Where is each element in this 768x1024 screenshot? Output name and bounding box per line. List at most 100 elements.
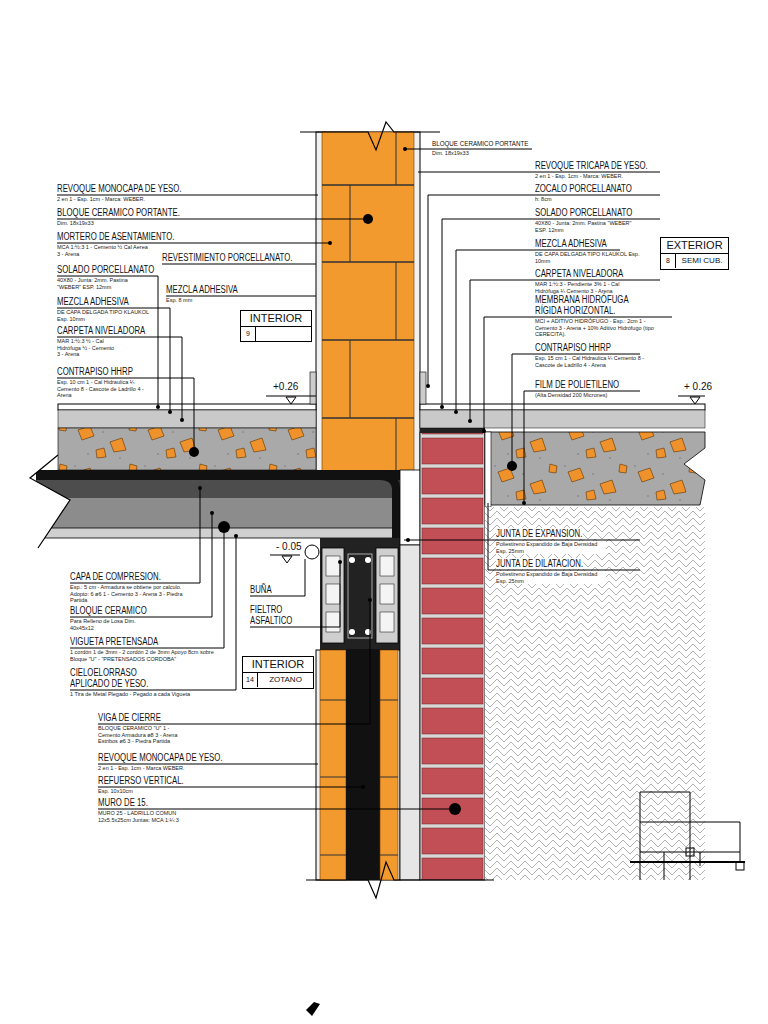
- leader-line: [70, 513, 212, 617]
- lower-wall: [400, 545, 420, 880]
- room-name: SEMI CUB.: [676, 254, 728, 268]
- leader-line: [250, 562, 340, 627]
- tie-beam: [380, 556, 394, 576]
- leader-line: [428, 195, 660, 385]
- leader-dot: [449, 803, 461, 815]
- callout-title: CIELOELORRASO APLICADO DE YESO.: [70, 667, 164, 689]
- key-plan: [630, 861, 745, 863]
- callout-note: 40X80 - Junta: 2mm. Pastina "WEBER" ESP.…: [57, 277, 152, 290]
- floor-slab: [36, 470, 400, 480]
- tie-beam: [376, 548, 398, 643]
- key-plan: [640, 792, 740, 880]
- lower-wall: [400, 470, 420, 545]
- callout-title: REVOQUE TRICAPA DE YESO.: [535, 160, 648, 171]
- level-mark: - 0.05: [276, 541, 302, 552]
- leader-dot: [361, 785, 365, 789]
- callout-title: MEMBRANA HIDRÓFUGA RÍGIDA HORIZONTAL.: [535, 294, 640, 316]
- leader-dot: [403, 147, 407, 151]
- callout-title: CARPETA NIVELADORA: [535, 268, 623, 279]
- left-floor: [58, 410, 316, 428]
- callout-note: Esp. 15 cm 1 - Cal Hidraulica ¼ Cemento …: [535, 355, 645, 368]
- left-floor: [58, 404, 316, 410]
- room-tag-title: INTERIOR: [241, 311, 311, 327]
- leader-line: [57, 149, 672, 809]
- leader-dot: [168, 410, 172, 414]
- room-tag-row: 9: [241, 327, 311, 341]
- room-tag-title: INTERIOR: [243, 657, 313, 673]
- callout-title: FIELTRO ASFALTICO: [250, 604, 305, 626]
- callout-note: Poliestireno Expandido de Baja Densidad …: [496, 541, 606, 554]
- room-number: 8: [661, 254, 676, 268]
- leader-line: [57, 308, 170, 411]
- level-marker: [286, 397, 296, 404]
- tie-beam: [326, 584, 340, 604]
- key-plan: [630, 792, 745, 880]
- leader-dot: [180, 418, 184, 422]
- floor-slab: [36, 498, 400, 528]
- floor-slab: [30, 455, 70, 548]
- callout-title: MEZCLA ADHESIVA: [166, 284, 238, 295]
- callout-title: BLOQUE CERAMICO: [70, 605, 147, 616]
- leader-line: [488, 503, 640, 570]
- callout-note: Esp.: 5 cm - Armadura se obtiene por cal…: [70, 584, 190, 604]
- room-tag-row: 8SEMI CUB.: [661, 254, 728, 268]
- callout-title: JUNTA DE EXPANSION.: [496, 528, 582, 539]
- callout-title: CONTRAPISO HHRP: [535, 342, 611, 353]
- leader-dot: [218, 521, 230, 533]
- floor-slab: [380, 470, 400, 545]
- callout-note: 1 cordón 1 de 3mm - 2 cordón 2 de 3mm Ap…: [70, 649, 215, 662]
- callout-title: CONTRAPISO HHRP: [57, 366, 133, 377]
- callout-title: MEZCLA ADHESIVA: [535, 238, 607, 249]
- leader-dot: [363, 214, 373, 224]
- floor-slab: [0, 455, 70, 548]
- callout-title: SOLADO PORCELLANATO: [535, 207, 632, 218]
- leader-dot: [156, 147, 526, 815]
- key-plan: [686, 848, 694, 856]
- callout-note: MAR 1:½:3 - Pendiente 3% 1 - Cal Hidrófu…: [535, 281, 630, 294]
- callout-title: REVOQUE MONOCAPA DE YESO.: [57, 183, 182, 194]
- leader-dot: [522, 501, 526, 505]
- right-floor: [485, 432, 491, 507]
- lower-wall: [320, 650, 346, 880]
- callout-note: Dim. 18x19x33: [57, 220, 157, 227]
- leader-line: [57, 378, 194, 450]
- tie-beam: [320, 538, 400, 650]
- right-floor: [420, 372, 705, 880]
- level-marker: [266, 396, 316, 397]
- leader-line: [442, 219, 660, 406]
- room-tag-title: EXTERIOR: [661, 238, 728, 254]
- tie-beam: [349, 629, 355, 635]
- callout-note: 2 en 1 - Esp. 1cm - Marca: WEBER.: [57, 196, 197, 203]
- callout-note: Dim. 18x19x33: [432, 150, 512, 157]
- level-marker: [270, 555, 300, 556]
- callout-note: Esp. 10 cm 1 - Cal Hidraulica ¼ Cemento …: [57, 379, 152, 399]
- room-tag: EXTERIOR8SEMI CUB.: [660, 237, 729, 270]
- leader-dot: [189, 447, 199, 457]
- brick-wall: [420, 428, 485, 433]
- callout-note: MURO 25 - LADRILLO COMUN 12x5.5x25cm Jun…: [98, 810, 208, 823]
- callout-note: 2 en 1 - Esp. 1cm - Marca WEBER.: [98, 765, 238, 772]
- leader-dot: [507, 461, 517, 471]
- upper-wall: [300, 122, 440, 150]
- key-plan: [736, 862, 744, 870]
- callout-note: Esp. 10x10cm: [98, 788, 178, 795]
- callout-title: BLOQUE CERAMICO PORTANTE.: [57, 207, 180, 218]
- lower-wall: [316, 650, 400, 880]
- tie-beam: [349, 557, 355, 563]
- leader-dot: [454, 410, 458, 414]
- callout-title: BLOQUE CERAMICO PORTANTE: [432, 139, 529, 148]
- tie-beam: [322, 548, 344, 643]
- tie-beam: [380, 612, 394, 632]
- leader-line: [70, 527, 224, 648]
- room-number: 14: [243, 673, 258, 687]
- leader-line: [470, 280, 660, 420]
- callout-title: MURO DE 15.: [98, 797, 148, 808]
- leader-line: [70, 488, 200, 583]
- callout-title: REVESTIMIENTO PORCELLANATO.: [162, 252, 292, 263]
- callout-title: JUNTA DE DILATACION.: [496, 558, 583, 569]
- callout-note: MCI + ADITIVO HIDRÓFUGO - Esp.: 2cm 1 - …: [535, 318, 655, 338]
- leader-dot: [198, 486, 202, 490]
- leader-dot: [156, 405, 160, 409]
- right-floor: [485, 507, 705, 880]
